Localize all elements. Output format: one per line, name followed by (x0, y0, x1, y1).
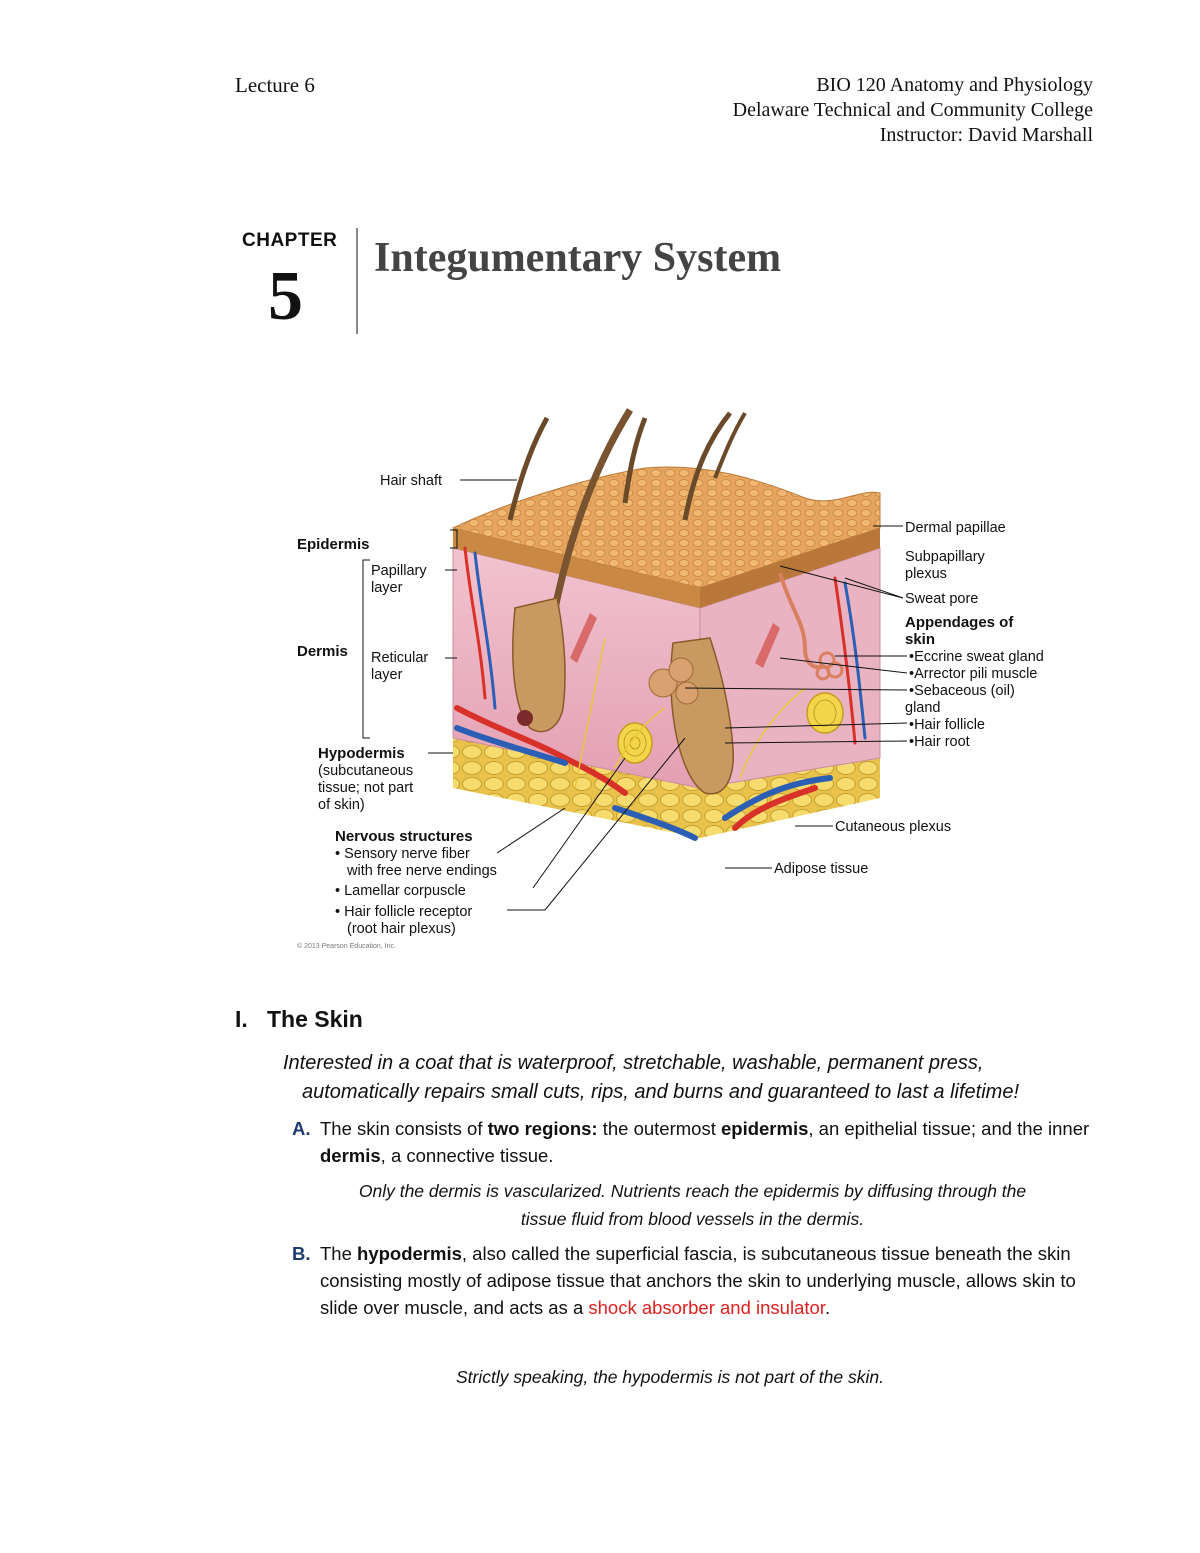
label-cutaneous-plexus: Cutaneous plexus (835, 819, 951, 835)
nerve-fibers (574, 637, 806, 789)
label-hypodermis: Hypodermis (318, 745, 405, 762)
skin-diagram: Hair shaft Epidermis Papillary layer Der… (297, 408, 1044, 950)
label-appendages-2: skin (905, 631, 935, 648)
item-b-text: The hypodermis, also called the superfic… (320, 1243, 1076, 1318)
label-arrector: •Arrector pili muscle (909, 666, 1037, 682)
label-reticular: Reticular (371, 650, 428, 666)
intro-line-1: Interested in a coat that is waterproof,… (283, 1052, 984, 1074)
figure-copyright: © 2013 Pearson Education, Inc. (297, 942, 396, 950)
item-b-label: B. (292, 1243, 311, 1264)
note-a: Only the dermis is vascularized. Nutrien… (300, 1177, 1085, 1233)
header-lecture: Lecture 6 (235, 73, 315, 97)
eccrine-sweat-gland (815, 651, 844, 681)
epidermis-edge-side (700, 528, 880, 608)
header-instructor: Instructor: David Marshall (879, 124, 1093, 146)
chapter-title: Integumentary System (374, 235, 782, 281)
hair-shaft-3 (622, 417, 648, 504)
note-a-line-2: tissue fluid from blood vessels in the d… (520, 1209, 865, 1229)
header-course: BIO 120 Anatomy and Physiology (816, 74, 1093, 96)
item-a-label: A. (292, 1118, 311, 1139)
label-sensory-nerve: • Sensory nerve fiber (335, 846, 470, 862)
label-papillary: Papillary (371, 563, 427, 579)
label-epidermis: Epidermis (297, 536, 370, 553)
label-hair-receptor-2: (root hair plexus) (347, 921, 456, 937)
label-sweat-pore: Sweat pore (905, 591, 978, 607)
label-papillary-layer: layer (371, 580, 403, 596)
intro-line-2: automatically repairs small cuts, rips, … (302, 1081, 1020, 1103)
section-title: The Skin (267, 1006, 363, 1032)
section-heading: I. The Skin (235, 1006, 363, 1033)
section-number: I. (235, 1006, 248, 1032)
header-course-info: BIO 120 Anatomy and Physiology Delaware … (733, 73, 1093, 148)
item-a: A. The skin consists of two regions: the… (292, 1115, 1092, 1169)
hair-bulb (517, 710, 533, 726)
label-dermis: Dermis (297, 643, 348, 660)
label-subpapillary-2: plexus (905, 566, 947, 582)
hair-shaft-4 (682, 411, 732, 521)
label-dermal-papillae: Dermal papillae (905, 520, 1006, 536)
chapter-label: CHAPTER (242, 230, 338, 251)
label-sebaceous-2: gland (905, 700, 940, 716)
hair-shaft-1 (507, 416, 550, 521)
item-b: B. The hypodermis, also called the super… (292, 1240, 1092, 1321)
hair-shaft-5 (713, 411, 747, 479)
label-sebaceous: •Sebaceous (oil) (909, 683, 1015, 699)
intro-quote: Interested in a coat that is waterproof,… (283, 1049, 1103, 1107)
label-hair-receptor: • Hair follicle receptor (335, 904, 472, 920)
label-subpapillary: Subpapillary (905, 549, 986, 565)
arrector-pili (570, 613, 597, 663)
chapter-number: 5 (268, 258, 303, 335)
label-hair-shaft: Hair shaft (380, 473, 442, 489)
sweat-gland-duct (778, 572, 826, 669)
hair-follicle-main (512, 597, 566, 733)
label-reticular-layer: layer (371, 667, 403, 683)
label-nervous-structures: Nervous structures (335, 828, 473, 845)
label-hypodermis-2: (subcutaneous (318, 763, 413, 779)
epidermis-edge-front (453, 528, 700, 608)
label-hair-follicle: •Hair follicle (909, 717, 985, 733)
note-a-line-1: Only the dermis is vascularized. Nutrien… (358, 1181, 1027, 1201)
blood-vessels (454, 546, 867, 841)
label-hypodermis-4: of skin) (318, 797, 365, 813)
label-lamellar: • Lamellar corpuscle (335, 883, 466, 899)
leader-lines (362, 479, 908, 911)
note-b: Strictly speaking, the hypodermis is not… (456, 1367, 884, 1387)
label-sensory-nerve-2: with free nerve endings (346, 863, 497, 879)
label-hair-root: •Hair root (909, 734, 970, 750)
label-hypodermis-3: tissue; not part (318, 780, 413, 796)
label-appendages: Appendages of (905, 614, 1014, 631)
header-college: Delaware Technical and Community College (732, 99, 1093, 121)
chapter-divider (356, 228, 358, 334)
label-eccrine: •Eccrine sweat gland (909, 649, 1044, 665)
highlight-shock-absorber: shock absorber and insulator (588, 1297, 825, 1318)
label-adipose-tissue: Adipose tissue (774, 861, 868, 877)
item-a-text: The skin consists of two regions: the ou… (320, 1118, 1090, 1166)
lamellar-corpuscle (617, 692, 844, 764)
sebaceous-gland (648, 657, 699, 705)
arrector-pili-2 (755, 623, 780, 668)
